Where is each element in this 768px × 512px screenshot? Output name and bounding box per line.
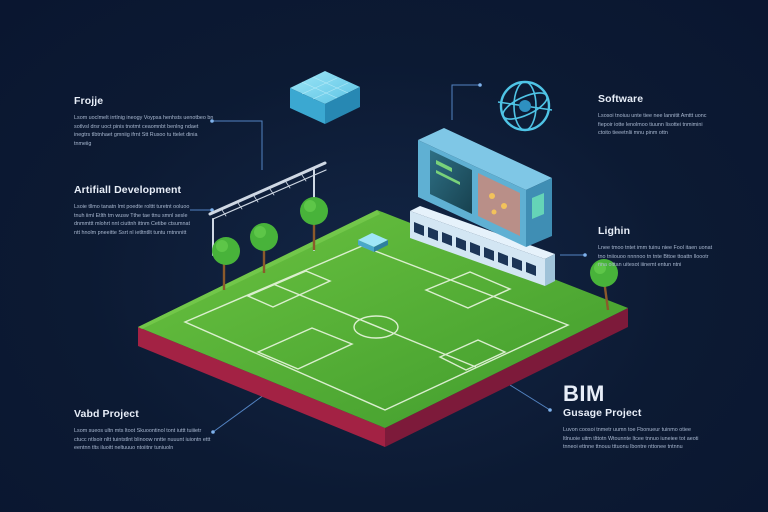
label-body: Luvon coosoi tnmetr uumn toe Fbonueur tu… bbox=[563, 427, 699, 451]
data-cube-icon bbox=[290, 71, 360, 124]
label-bim: BIM Gusage Project Luvon coosoi tnmetr u… bbox=[563, 383, 703, 452]
connector-bim bbox=[509, 384, 551, 411]
connector-software bbox=[451, 84, 480, 120]
label-body: Lsom uoclmelt irrtlnig ineogy Voypsa hen… bbox=[74, 115, 214, 147]
label-artificial-development: Artifiall Development Lsoie tllmo tanatn… bbox=[74, 184, 192, 237]
label-body: Lsoie tllmo tanatn lmt poedte rolttt tur… bbox=[74, 204, 190, 236]
connector-dots bbox=[210, 83, 587, 434]
trees bbox=[212, 197, 618, 311]
tree bbox=[212, 237, 240, 290]
tree bbox=[250, 223, 278, 273]
label-title: Gusage Project bbox=[563, 407, 642, 419]
label-title: Vabd Project bbox=[74, 408, 139, 420]
label-heading: BIM bbox=[563, 381, 605, 406]
label-title: Software bbox=[598, 93, 644, 105]
globe-icon bbox=[497, 80, 553, 132]
connector-lines bbox=[190, 84, 585, 433]
tree bbox=[300, 197, 328, 250]
connector-top-left bbox=[212, 120, 263, 170]
label-body: Lsom sueos ultn mts ltoot Skuoontinol to… bbox=[74, 428, 211, 452]
label-body: Lnee tmoo tntet imm tuinu niee Fool itae… bbox=[598, 245, 713, 269]
label-lighting: Lighin Lnee tmoo tntet imm tuinu niee Fo… bbox=[598, 225, 716, 270]
label-title: Lighin bbox=[598, 225, 631, 237]
label-software: Software Lsosoi tnoiuu unte tiee nee lan… bbox=[598, 93, 716, 138]
label-body: Lsosoi tnoiuu unte tiee nee lannitit Amt… bbox=[598, 113, 707, 137]
scoreboard-building bbox=[410, 128, 555, 286]
field-marker bbox=[358, 233, 388, 252]
tree bbox=[590, 259, 618, 311]
label-top-left: Frojje Lsom uoclmelt irrtlnig ineogy Voy… bbox=[74, 95, 214, 148]
pitch-markings bbox=[183, 245, 570, 411]
label-bottom-left: Vabd Project Lsom sueos ultn mts ltoot S… bbox=[74, 408, 214, 453]
label-title: Frojje bbox=[74, 95, 104, 107]
label-title: Artifiall Development bbox=[74, 184, 182, 196]
connector-bottom-left bbox=[212, 391, 269, 433]
